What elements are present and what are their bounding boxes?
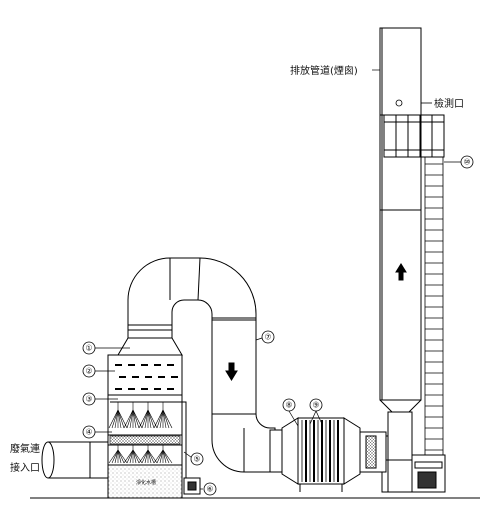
callout-3: ③ [82,392,96,406]
callout-8: ⑧ [282,398,296,412]
exhaust-stack [379,27,422,493]
callout-6: ⑥ [203,482,217,496]
exhaust-pipe-label: 排放管道(煙囪) [290,64,358,77]
fan-fins [301,420,339,482]
waste-gas-inlet-label-line1: 廢氣連 [10,442,40,455]
inspection-port-label: 檢測口 [434,97,464,110]
svg-text:⑤: ⑤ [193,455,200,464]
svg-text:⑨: ⑨ [312,401,319,410]
svg-text:④: ④ [85,428,92,437]
svg-text:①: ① [85,344,92,353]
stack-ladder [424,157,444,470]
callout-5: ⑤ [190,452,204,466]
callout-9: ⑨ [309,398,323,412]
spray-nozzles [108,401,182,464]
recirculation-pipe [182,401,190,479]
svg-text:②: ② [85,367,92,376]
waste-gas-inlet-label-line2: 接入口 [10,461,40,474]
demister-slots [115,364,178,390]
circulation-pump [183,477,201,495]
callout-10: ⑩ [460,155,474,169]
svg-text:③: ③ [85,395,92,404]
inspection-port-icon [395,99,403,107]
svg-text:⑩: ⑩ [463,158,470,167]
svg-text:⑧: ⑧ [285,401,292,410]
callout-2: ② [82,364,96,378]
downflow-duct [211,319,276,473]
upper-u-duct [127,257,257,332]
inspection-platform [383,114,445,158]
stack-base-pump [411,454,446,493]
waste-gas-inlet-duct [41,441,109,479]
callout-4: ④ [82,425,96,439]
callout-1: ① [82,341,96,355]
tank-label: 淨化水槽 [136,479,156,486]
callout-7: ⑦ [261,330,275,344]
fan-unit [269,417,387,492]
svg-text:⑦: ⑦ [264,333,271,342]
svg-text:⑥: ⑥ [206,485,213,494]
